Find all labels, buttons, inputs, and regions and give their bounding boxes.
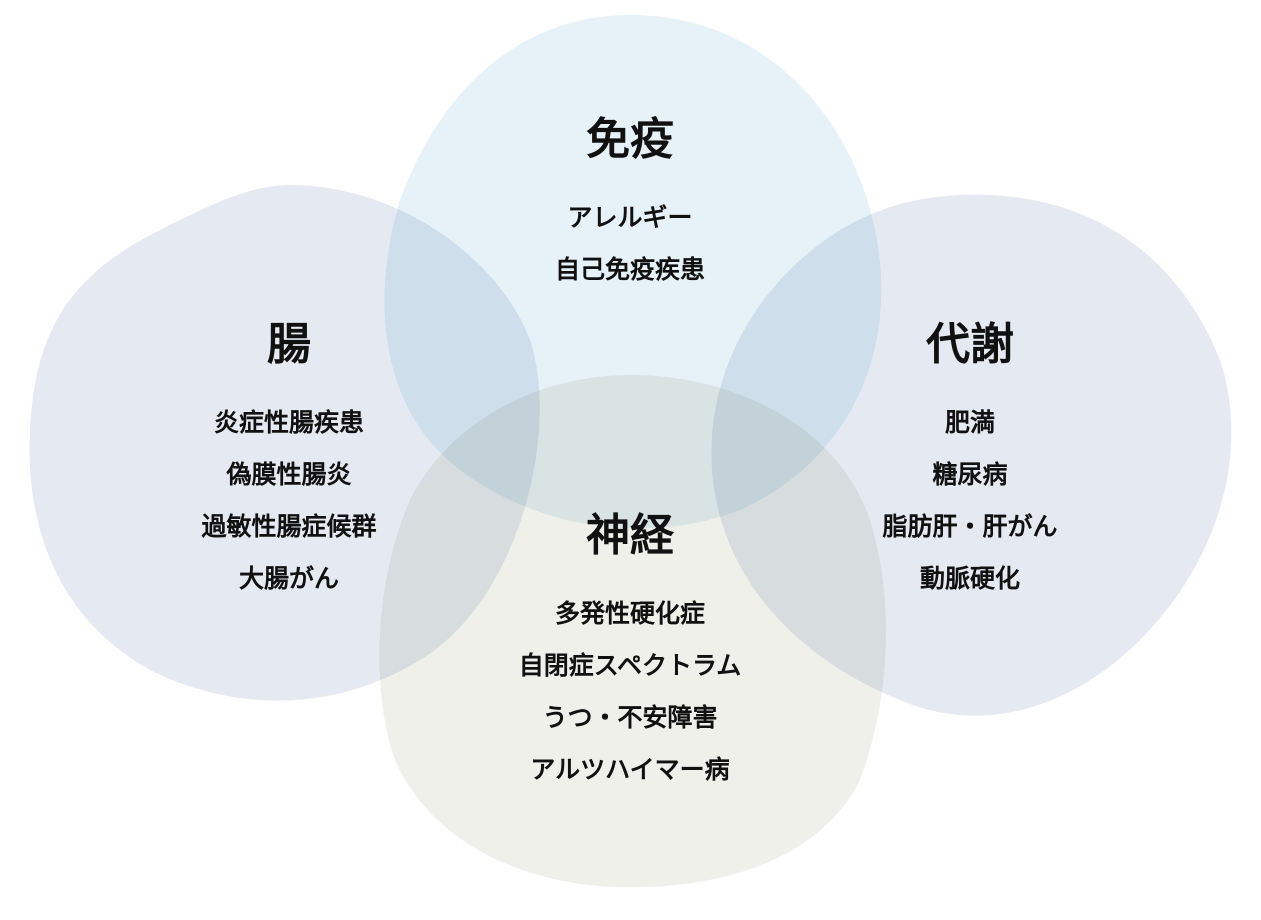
metabolism-group: 代謝 肥満 糖尿病 脂肪肝・肝がん 動脈硬化	[882, 323, 1057, 605]
gut-item: 過敏性腸症候群	[201, 512, 377, 541]
immune-group: 免疫 アレルギー 自己免疫疾患	[555, 118, 705, 296]
gut-group: 腸 炎症性腸疾患 偽膜性腸炎 過敏性腸症候群 大腸がん	[201, 323, 376, 605]
immune-item: 自己免疫疾患	[554, 255, 706, 284]
gut-item: 偽膜性腸炎	[226, 460, 352, 489]
nerve-item: うつ・不安障害	[542, 703, 718, 732]
nerve-blob	[379, 375, 887, 888]
nerve-title: 神経	[585, 510, 674, 561]
immune-blob	[384, 15, 882, 529]
gut-item: 大腸がん	[238, 564, 340, 593]
immune-title: 免疫	[585, 114, 674, 165]
metabolism-item: 肥満	[944, 408, 996, 437]
nerve-item: 自閉症スペクトラム	[518, 651, 742, 680]
immune-item: アレルギー	[567, 203, 693, 232]
nerve-item: 多発性硬化症	[554, 599, 706, 628]
nerve-group: 神経 多発性硬化症 自閉症スペクトラム うつ・不安障害 アルツハイマー病	[519, 514, 742, 796]
gut-title: 腸	[266, 319, 311, 370]
metabolism-item: 脂肪肝・肝がん	[882, 512, 1058, 541]
metabolism-title: 代謝	[925, 319, 1014, 370]
metabolism-item: 糖尿病	[932, 460, 1008, 489]
nerve-item: アルツハイマー病	[530, 755, 730, 784]
metabolism-item: 動脈硬化	[919, 564, 1021, 593]
gut-item: 炎症性腸疾患	[213, 408, 365, 437]
